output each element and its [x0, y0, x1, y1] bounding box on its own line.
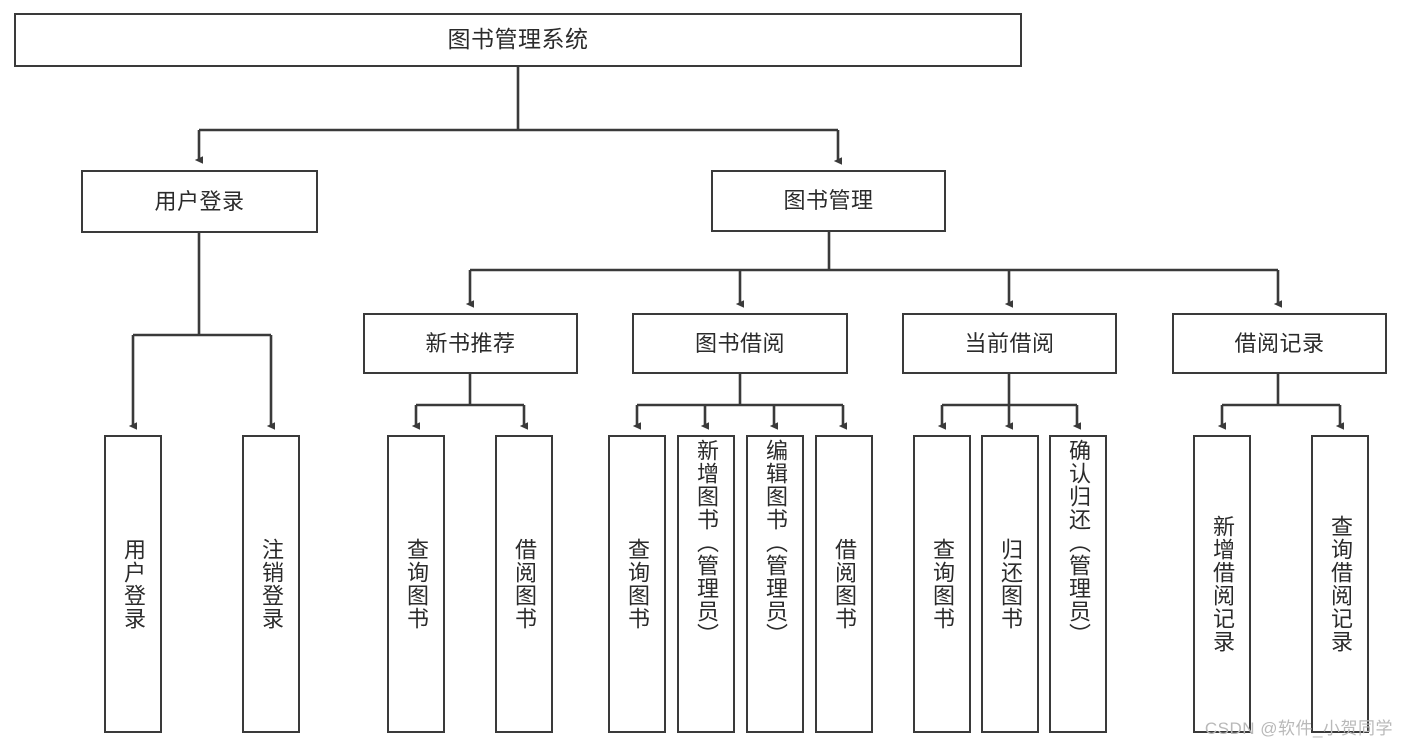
node-leaf-user-login[interactable]: 用户登录 — [104, 435, 162, 733]
node-leaf-user-login-label: 用户登录 — [121, 538, 146, 630]
node-leaf-query-book-1-label: 查询图书 — [404, 538, 429, 630]
node-borrow-record[interactable]: 借阅记录 — [1172, 313, 1387, 374]
node-leaf-query-record[interactable]: 查询借阅记录 — [1311, 435, 1369, 733]
node-leaf-query-book-3-label: 查询图书 — [930, 538, 955, 630]
node-book-borrow[interactable]: 图书借阅 — [632, 313, 848, 374]
node-leaf-query-book-2-label: 查询图书 — [625, 538, 650, 630]
node-leaf-borrow-book-1-label: 借阅图书 — [512, 538, 537, 630]
node-user-login[interactable]: 用户登录 — [81, 170, 318, 233]
node-leaf-add-record-label: 新增借阅记录 — [1210, 515, 1235, 653]
node-leaf-borrow-book-2-label: 借阅图书 — [832, 538, 857, 630]
node-borrow-record-label: 借阅记录 — [1234, 330, 1325, 356]
node-leaf-confirm-return-label: 确认归还（管理员） — [1066, 439, 1091, 646]
node-leaf-borrow-book-2[interactable]: 借阅图书 — [815, 435, 873, 733]
node-new-book-recommend[interactable]: 新书推荐 — [363, 313, 578, 374]
node-current-borrow[interactable]: 当前借阅 — [902, 313, 1117, 374]
node-leaf-logout[interactable]: 注销登录 — [242, 435, 300, 733]
node-leaf-edit-book-label: 编辑图书（管理员） — [763, 439, 788, 646]
node-current-borrow-label: 当前借阅 — [964, 330, 1055, 356]
node-leaf-edit-book[interactable]: 编辑图书（管理员） — [746, 435, 804, 733]
node-leaf-query-book-1[interactable]: 查询图书 — [387, 435, 445, 733]
node-leaf-logout-label: 注销登录 — [259, 538, 284, 630]
node-leaf-confirm-return[interactable]: 确认归还（管理员） — [1049, 435, 1107, 733]
node-leaf-borrow-book-1[interactable]: 借阅图书 — [495, 435, 553, 733]
node-leaf-query-book-2[interactable]: 查询图书 — [608, 435, 666, 733]
node-leaf-add-book-label: 新增图书（管理员） — [694, 439, 719, 646]
node-book-borrow-label: 图书借阅 — [694, 330, 785, 356]
node-root[interactable]: 图书管理系统 — [14, 13, 1022, 67]
node-leaf-return-book[interactable]: 归还图书 — [981, 435, 1039, 733]
node-leaf-add-record[interactable]: 新增借阅记录 — [1193, 435, 1251, 733]
node-new-book-recommend-label: 新书推荐 — [425, 330, 516, 356]
node-leaf-query-book-3[interactable]: 查询图书 — [913, 435, 971, 733]
node-user-login-label: 用户登录 — [154, 188, 245, 214]
node-book-manage[interactable]: 图书管理 — [711, 170, 946, 232]
node-leaf-add-book[interactable]: 新增图书（管理员） — [677, 435, 735, 733]
node-leaf-return-book-label: 归还图书 — [998, 538, 1023, 630]
node-leaf-query-record-label: 查询借阅记录 — [1328, 515, 1353, 653]
node-book-manage-label: 图书管理 — [783, 188, 874, 214]
node-root-label: 图书管理系统 — [447, 26, 589, 53]
